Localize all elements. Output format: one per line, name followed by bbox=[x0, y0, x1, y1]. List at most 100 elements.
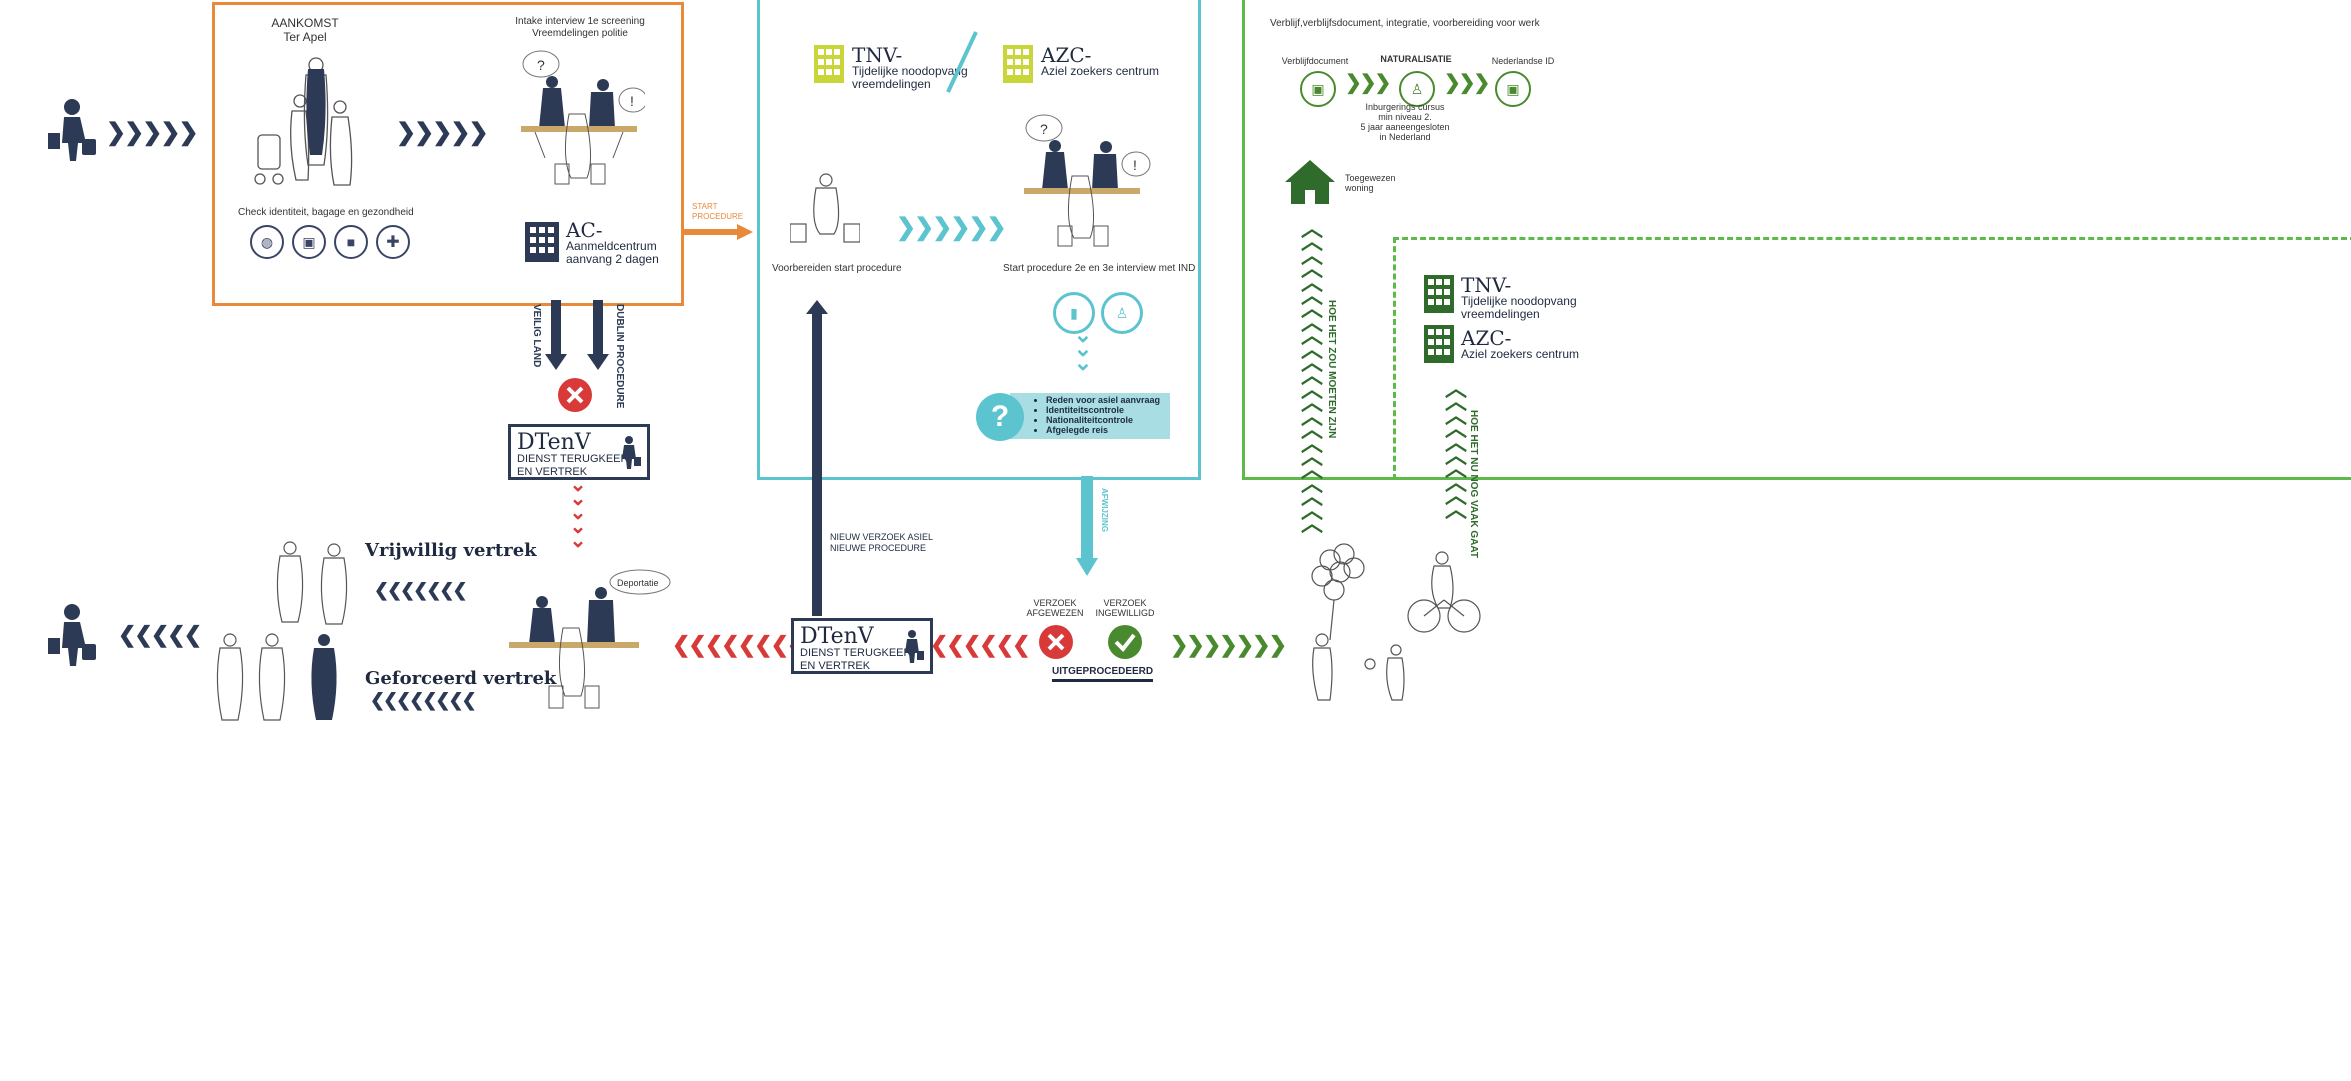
traveller-icon bbox=[905, 630, 924, 663]
arrival-box bbox=[212, 2, 684, 306]
ind-question-mark: ? bbox=[1040, 121, 1048, 137]
afwijzing-down-arrow bbox=[1076, 476, 1098, 576]
tnv-building-icon bbox=[814, 45, 844, 83]
cyan-down-chevrons: ⌄⌄⌄ bbox=[1073, 322, 1092, 375]
uitgeprocedeerd-label: UITGEPROCEDEERD bbox=[1052, 666, 1154, 682]
house-icon bbox=[1285, 160, 1335, 204]
azc-label-cyan: AZC- Aziel zoekers centrum bbox=[1041, 43, 1160, 78]
rejected-label: VERZOEK AFGEWEZEN bbox=[1026, 598, 1084, 618]
deportation-interview-scene: Deportatie bbox=[509, 569, 671, 709]
residence-box bbox=[1242, 0, 2351, 480]
granted-check-icon bbox=[1108, 625, 1142, 659]
traveller-figure-bottom bbox=[48, 604, 96, 666]
slash-divider bbox=[946, 31, 978, 93]
green-chevrons-right-bottom: ❯❯❯❯❯❯❯ bbox=[1170, 632, 1287, 657]
forced-chevrons: ❮❮❮❮❮❮❮❮ bbox=[370, 690, 477, 710]
chevrons-to-intake: ❯❯❯❯❯ bbox=[396, 119, 489, 146]
celebration-figures bbox=[1311, 543, 1481, 701]
veilig-land-label: VEILIG LAND bbox=[531, 304, 542, 368]
officer-icon: ♙ bbox=[1101, 292, 1143, 334]
green-up-chevrons-tall: ︿︿︿︿︿︿︿︿︿︿︿︿︿︿︿︿︿︿︿︿︿︿︿ bbox=[1300, 216, 1323, 536]
afwijzing-label: AFWIJZING bbox=[1100, 488, 1109, 532]
dutch-id-icon: ▣ bbox=[1495, 71, 1531, 107]
intake-question-mark: ? bbox=[537, 57, 545, 73]
voluntary-chevrons: ❮❮❮❮❮❮❮ bbox=[374, 580, 468, 600]
current-practice-box bbox=[1393, 237, 2351, 480]
tnv-building-icon-green bbox=[1424, 275, 1454, 313]
red-down-chevrons: ⌄⌄⌄⌄⌄ bbox=[569, 474, 587, 552]
briefcase-icon: ■ bbox=[334, 225, 368, 259]
reason-item: Afgelegde reis bbox=[1046, 425, 1160, 435]
azc-building-icon-green bbox=[1424, 325, 1454, 363]
start-procedure-arrow bbox=[681, 224, 753, 240]
prepare-label: Voorbereiden start procedure bbox=[772, 263, 902, 274]
traveller-icon bbox=[622, 436, 641, 469]
azc-building-icon bbox=[1003, 45, 1033, 83]
voluntary-label: Vrijwillig vertrek bbox=[365, 540, 537, 561]
ind-icons-row: ▮ ♙ bbox=[1053, 292, 1143, 334]
house-label: Toegewezen woning bbox=[1345, 173, 1396, 193]
fingerprint-icon: ◍ bbox=[250, 225, 284, 259]
granted-label: VERZOEK INGEWILLIGD bbox=[1095, 598, 1155, 618]
residence-heading: Verblijf,verblijfsdocument, integratie, … bbox=[1270, 18, 1540, 29]
reason-item: Nationaliteitcontrole bbox=[1046, 415, 1160, 425]
green-up-chevrons-short: ︿︿︿︿︿︿︿︿︿︿ bbox=[1444, 376, 1467, 522]
dtenv-box-top: DTenV DIENST TERUGKEER EN VERTREK bbox=[508, 424, 650, 480]
naturalisatie-label: NATURALISATIE bbox=[1380, 54, 1452, 64]
ac-label: AC- Aanmeldcentrum aanvang 2 dagen bbox=[566, 218, 659, 266]
chevrons-to-arrival: ❯❯❯❯❯ bbox=[106, 119, 199, 146]
deportatie-bubble-text: Deportatie bbox=[617, 578, 659, 588]
cyan-chevrons-right: ❯❯❯❯❯❯ bbox=[896, 214, 1007, 241]
course-label: Inburgerings cursus min niveau 2. 5 jaar… bbox=[1360, 102, 1450, 142]
prepare-figure bbox=[790, 173, 860, 243]
rejected-x-icon-top bbox=[558, 378, 592, 412]
ind-exclaim-mark: ! bbox=[1133, 157, 1137, 173]
reasons-list: Reden voor asiel aanvraag Identiteitscon… bbox=[1034, 395, 1160, 435]
red-chevrons-left-2: ❮❮❮❮❮❮ bbox=[930, 632, 1031, 657]
forced-figures bbox=[216, 633, 337, 721]
intake-title: Intake interview 1e screening Vreemdelin… bbox=[515, 16, 645, 39]
ac-building-icon bbox=[525, 222, 559, 262]
start-procedure-label: START PROCEDURE bbox=[692, 202, 744, 221]
intake-interview-scene: ? ! bbox=[521, 50, 645, 185]
voluntary-figures bbox=[276, 541, 348, 625]
hoe-nu-label: HOE HET NU NOG VAAK GAAT bbox=[1468, 410, 1479, 558]
arrival-family-figures bbox=[254, 57, 353, 186]
doc1-label: Verblijfdocument bbox=[1281, 56, 1349, 66]
dtenv-box-bottom: DTenV DIENST TERUGKEER EN VERTREK bbox=[791, 618, 933, 674]
reason-item: Identiteitscontrole bbox=[1046, 405, 1160, 415]
doc2-label: Nederlandse ID bbox=[1491, 56, 1555, 66]
id-card-icon: ▣ bbox=[292, 225, 326, 259]
tnv-label-cyan: TNV- Tijdelijke noodopvang vreemdelingen bbox=[852, 43, 968, 91]
azc-label-green: AZC- Aziel zoekers centrum bbox=[1461, 326, 1580, 361]
dtenv-abbr: DTenV bbox=[800, 624, 874, 649]
procedure-box bbox=[757, 0, 1201, 480]
tnv-label-green: TNV- Tijdelijke noodopvang vreemdelingen bbox=[1461, 273, 1577, 321]
red-chevrons-left-1: ❮❮❮❮❮❮❮❮ bbox=[672, 632, 805, 657]
check-icons-row: ◍ ▣ ■ ✚ bbox=[250, 225, 410, 259]
rejected-x-icon bbox=[1039, 625, 1073, 659]
chevrons-to-exit: ❮❮❮❮❮ bbox=[118, 622, 202, 647]
reason-item: Reden voor asiel aanvraag bbox=[1046, 395, 1160, 405]
new-procedure-up-arrow bbox=[806, 300, 828, 616]
hoe-moeten-label: HOE HET ZOU MOETEN ZIJN bbox=[1326, 300, 1337, 439]
residence-document-icon: ▣ bbox=[1300, 71, 1336, 107]
intake-exclaim-mark: ! bbox=[630, 93, 634, 109]
dtenv-abbr: DTenV bbox=[517, 430, 591, 455]
forced-label: Geforceerd vertrek bbox=[365, 668, 557, 689]
green-chevrons-1: ❯❯❯ bbox=[1345, 72, 1391, 94]
reasons-question-icon: ? bbox=[976, 393, 1024, 441]
ind-label: Start procedure 2e en 3e interview met I… bbox=[1003, 263, 1196, 274]
medical-cross-icon: ✚ bbox=[376, 225, 410, 259]
naturalisation-person-icon: ♙ bbox=[1399, 71, 1435, 107]
down-arrows-from-ac bbox=[545, 300, 609, 370]
check-label: Check identiteit, bagage en gezondheid bbox=[238, 207, 414, 218]
arrival-title: AANKOMST Ter Apel bbox=[271, 16, 339, 44]
reasons-panel bbox=[1010, 393, 1170, 439]
green-chevrons-2: ❯❯❯ bbox=[1444, 72, 1490, 94]
document-icon: ▮ bbox=[1053, 292, 1095, 334]
ind-interview-scene: ? ! bbox=[1024, 114, 1151, 247]
dublin-label: DUBLIN PROCEDURE bbox=[614, 304, 625, 409]
traveller-figure-top bbox=[48, 99, 96, 161]
new-request-label: NIEUW VERZOEK ASIEL NIEUWE PROCEDURE bbox=[830, 532, 934, 553]
